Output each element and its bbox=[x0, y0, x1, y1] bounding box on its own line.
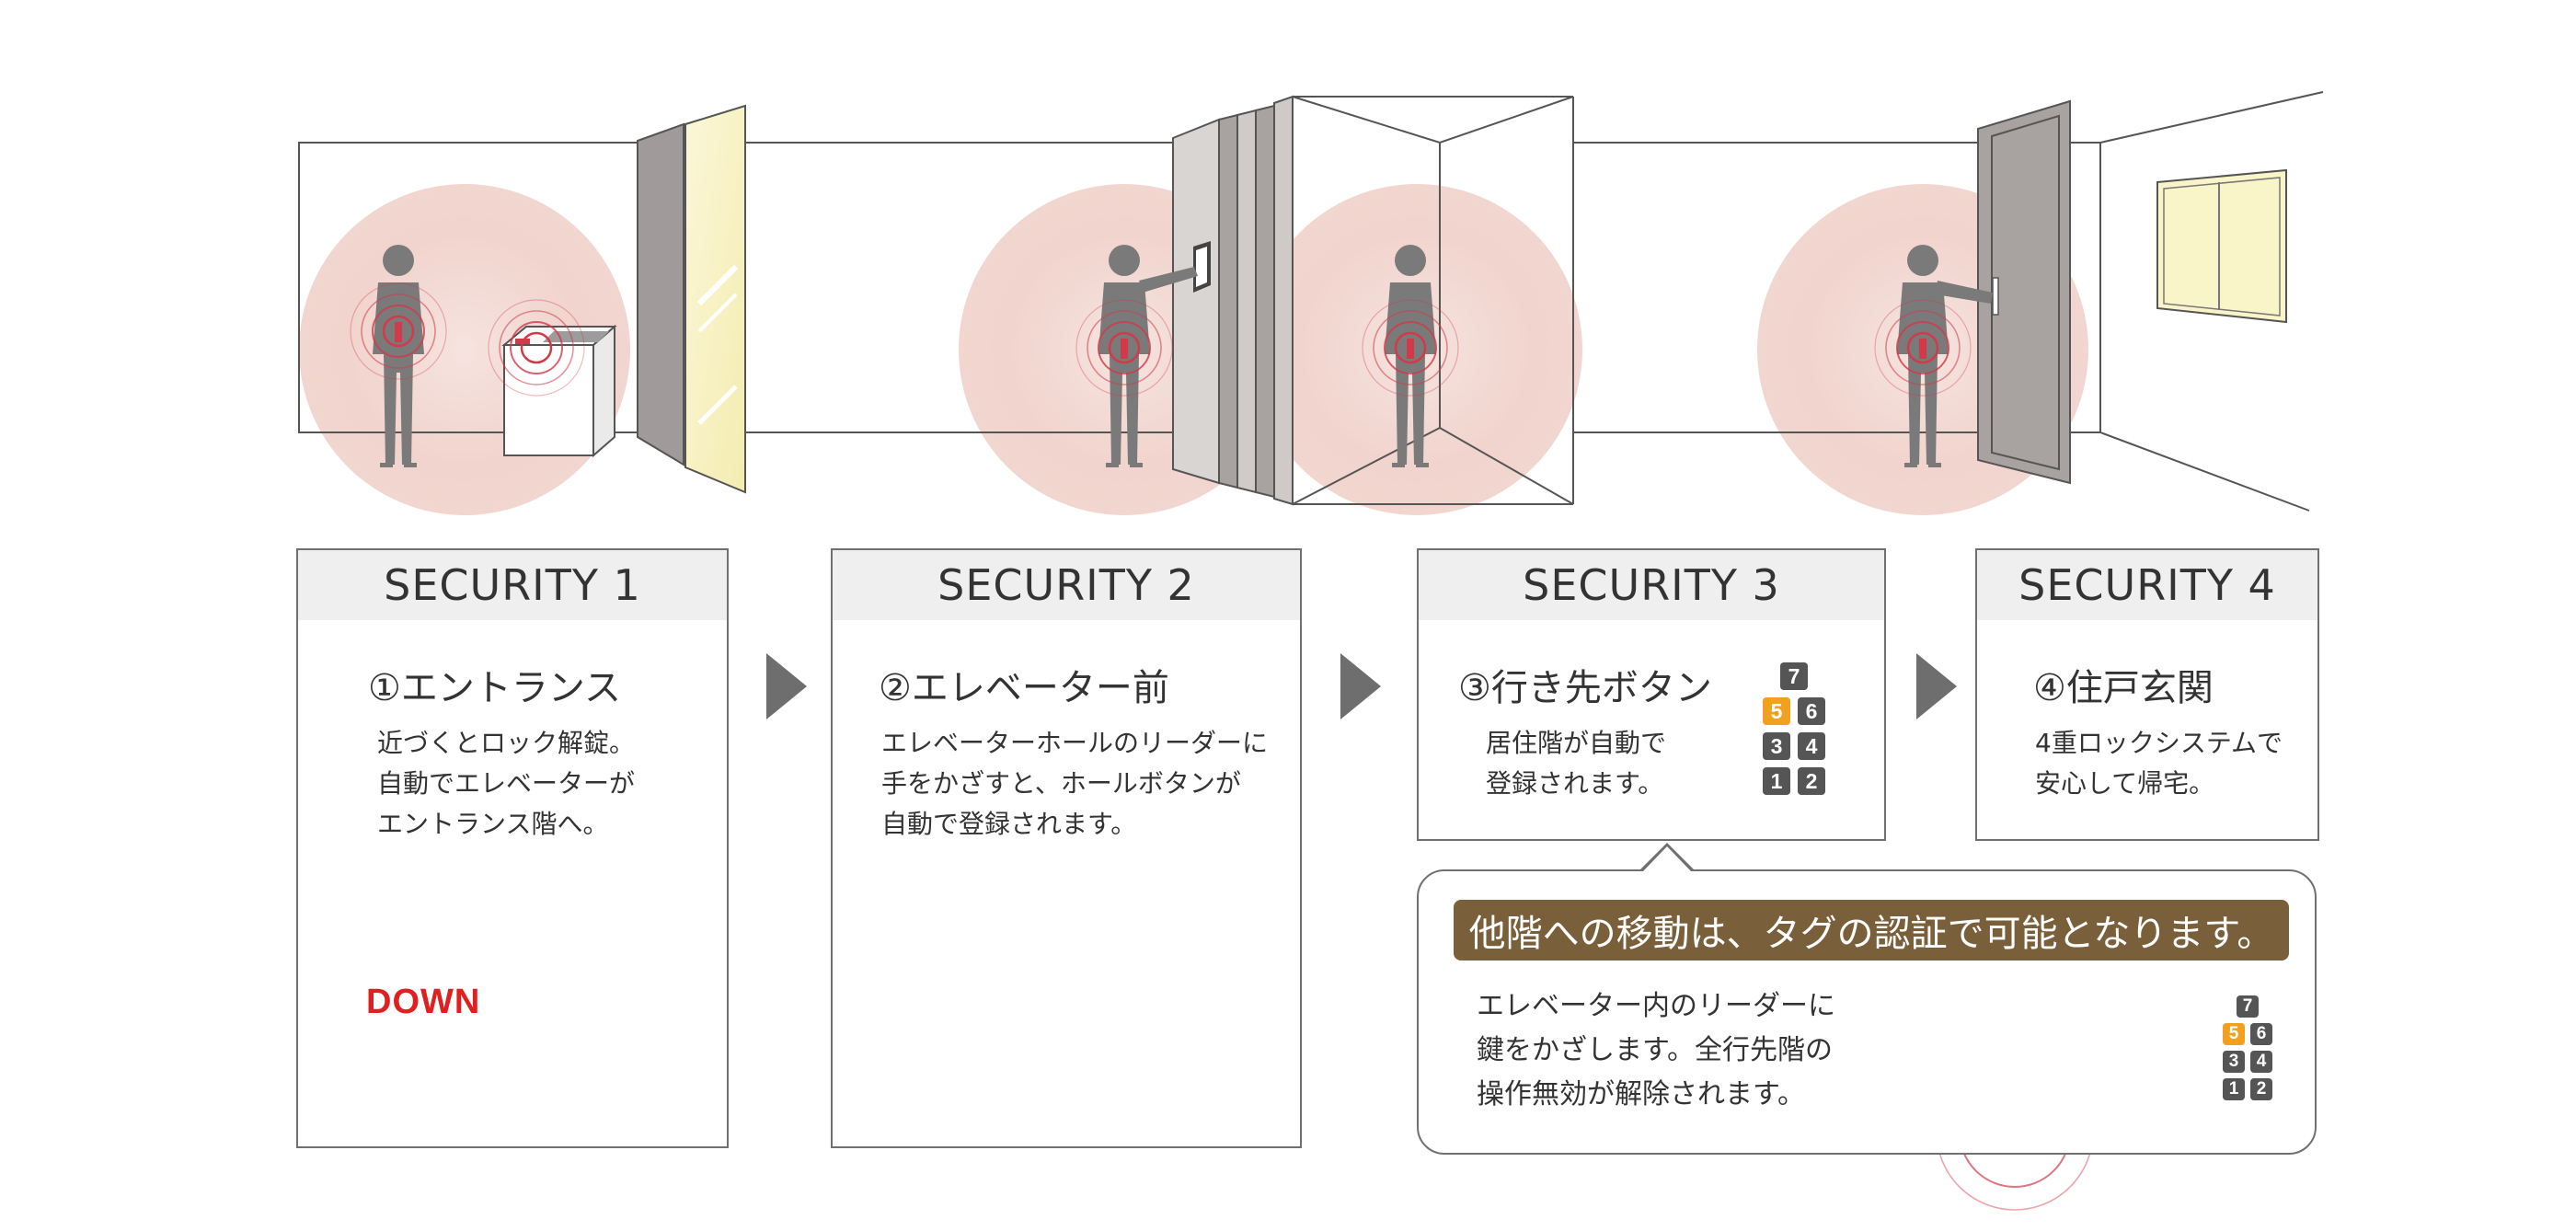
card-title: ②エレベーター前 bbox=[879, 667, 1169, 709]
keypad-key-4: 4 bbox=[2250, 1051, 2272, 1073]
wall-lines bbox=[298, 91, 2324, 512]
security-card-1: SECURITY 1 bbox=[296, 548, 729, 1148]
elevator-hall-doors bbox=[1172, 95, 1294, 506]
keypad-key-2: 2 bbox=[2250, 1078, 2272, 1100]
keypad-key-6: 6 bbox=[2250, 1023, 2272, 1045]
entrance-door bbox=[637, 104, 746, 494]
keypad-key-7: 7 bbox=[1780, 662, 1808, 690]
elevator-cab bbox=[1292, 96, 1574, 505]
card-title: ①エントランス bbox=[368, 667, 622, 709]
keypad-key-3: 3 bbox=[1763, 732, 1790, 760]
flow-arrow-icon bbox=[766, 653, 807, 719]
card-description: 近づくとロック解錠。 自動でエレベーターが エントランス階へ。 bbox=[377, 728, 636, 839]
keypad-key-2: 2 bbox=[1798, 767, 1825, 795]
keypad-key-1: 1 bbox=[2223, 1078, 2245, 1100]
keypad-key-3: 3 bbox=[2223, 1051, 2245, 1073]
security-card-4: SECURITY 4 bbox=[1975, 548, 2319, 841]
keypad-key-6: 6 bbox=[1798, 697, 1825, 725]
bubble-tail-fill bbox=[1642, 846, 1692, 872]
hall-reader bbox=[1193, 241, 1211, 293]
card-title: ④住戸玄関 bbox=[2033, 667, 2214, 709]
card-description: 居住階が自動で 登録されます。 bbox=[1486, 728, 1667, 799]
card-description: 4重ロックシステムで 安心して帰宅。 bbox=[2035, 728, 2283, 799]
card-heading: SECURITY 4 bbox=[1977, 550, 2317, 620]
card-heading: SECURITY 3 bbox=[1419, 550, 1884, 620]
keypad-key-7: 7 bbox=[2237, 995, 2259, 1018]
flow-arrow-icon bbox=[1340, 653, 1381, 719]
down-label: DOWN bbox=[366, 983, 481, 1021]
card-heading: SECURITY 1 bbox=[298, 550, 727, 620]
flow-arrow-icon bbox=[1916, 653, 1957, 719]
keypad-key-4: 4 bbox=[1798, 732, 1825, 760]
keypad-key-1: 1 bbox=[1763, 767, 1790, 795]
card-heading: SECURITY 2 bbox=[833, 550, 1300, 620]
room-window bbox=[2156, 168, 2287, 324]
keypad-key-5: 5 bbox=[1763, 697, 1790, 725]
keypad-key-5: 5 bbox=[2223, 1023, 2245, 1045]
card-title: ③行き先ボタン bbox=[1458, 667, 1712, 709]
security-card-2: SECURITY 2 bbox=[831, 548, 1302, 1148]
apartment-door bbox=[1977, 99, 2071, 485]
tag-auth-banner: 他階への移動は、タグの認証で可能となります。 bbox=[1454, 900, 2289, 961]
card-description: エレベーターホールのリーダーに 手をかざすと、ホールボタンが 自動で登録されます… bbox=[881, 728, 1269, 839]
tag-auth-description: エレベーター内のリーダーに 鍵をかざします。全行先階の 操作無効が解除されます。 bbox=[1477, 990, 1835, 1110]
